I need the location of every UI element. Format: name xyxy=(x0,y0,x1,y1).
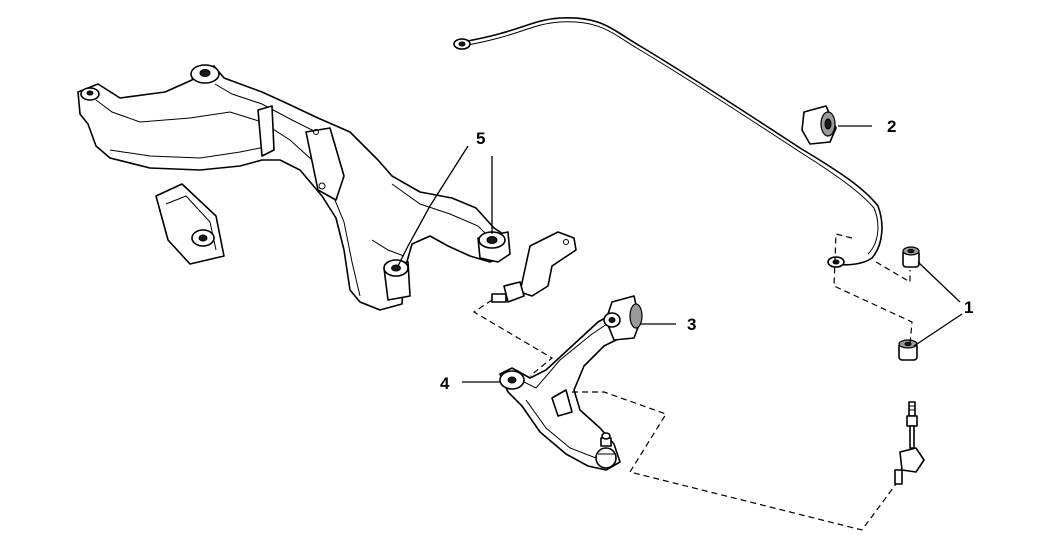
callout-5: 5 xyxy=(476,129,485,148)
ball-joint-bracket xyxy=(491,231,577,303)
callout-1: 1 xyxy=(964,298,973,317)
callout-4: 4 xyxy=(440,374,450,393)
stabilizer-bushing xyxy=(801,105,837,145)
callout-3: 3 xyxy=(687,315,696,334)
mount-bracket xyxy=(155,183,225,265)
lower-control-arm xyxy=(499,295,643,471)
assembly-guides xyxy=(472,233,913,531)
leader-lines xyxy=(397,125,963,383)
callout-2: 2 xyxy=(887,117,896,136)
stabilizer-bar xyxy=(453,17,883,268)
callouts: 1 2 3 4 5 xyxy=(440,117,973,393)
link-bushing-upper xyxy=(902,246,920,268)
link-bushing-lower xyxy=(898,339,918,361)
stabilizer-link xyxy=(894,401,925,485)
front-subframe xyxy=(77,64,511,311)
